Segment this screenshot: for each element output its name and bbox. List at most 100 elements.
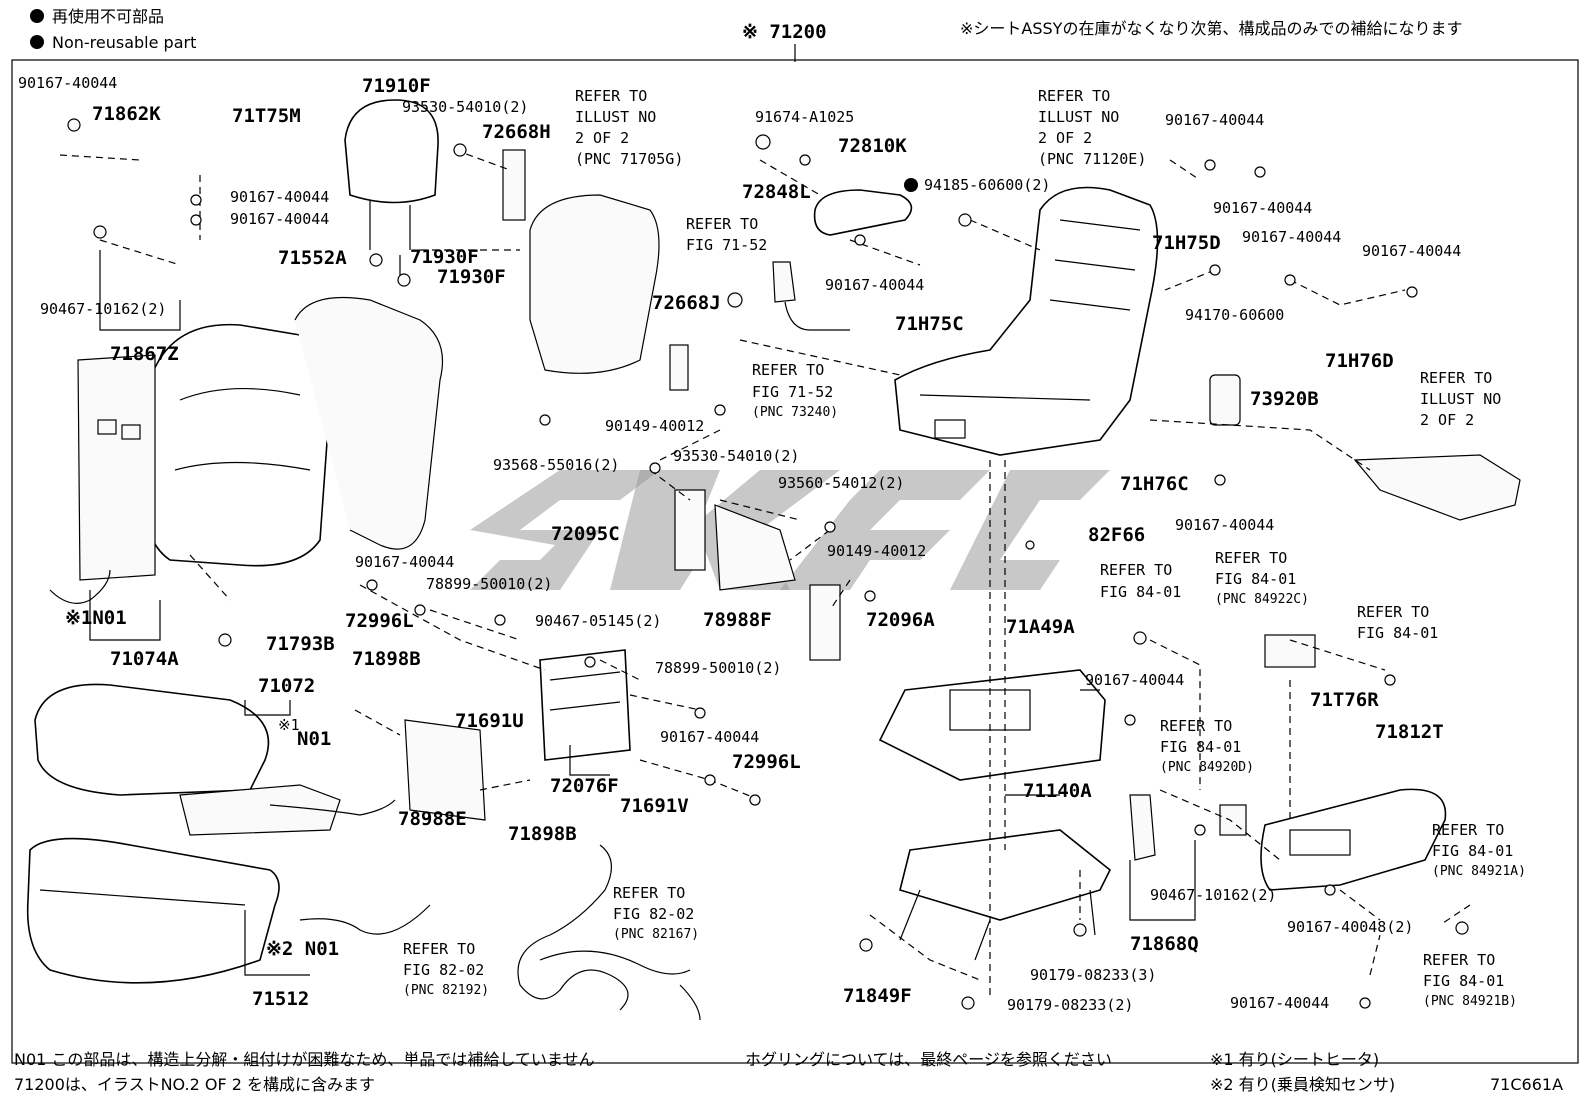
seatback-rear-shape: [294, 296, 444, 550]
refer-text: (PNC 84921B): [1423, 994, 1517, 1009]
label-71930F: 71930F: [437, 266, 506, 288]
non-reusable-marker-icon: [904, 178, 918, 192]
label-78899-50010: 78899-50010(2): [426, 575, 552, 593]
refer-text: REFER TO: [752, 361, 824, 379]
label-71H76C: 71H76C: [1120, 473, 1189, 495]
label-90467-10162: 90467-10162(2): [1150, 886, 1276, 904]
refer-text: (PNC 82192): [403, 983, 489, 998]
cover-78988E-shape: [404, 719, 486, 821]
label-71910F: 71910F: [362, 75, 431, 97]
label-94185-60600: 94185-60600(2): [924, 176, 1050, 194]
refer-text: (PNC 71705G): [575, 150, 683, 168]
label-93560-54012: 93560-54012(2): [778, 474, 904, 492]
label-90167-40044: 90167-40044: [230, 188, 329, 206]
label-93568-55016: 93568-55016(2): [493, 456, 619, 474]
refer-text: REFER TO: [1215, 549, 1287, 567]
refer-text: REFER TO: [1100, 561, 1172, 579]
label-71812T: 71812T: [1375, 721, 1444, 743]
label-72996L: 72996L: [732, 751, 801, 773]
label-91674-A1025: 91674-A1025: [755, 108, 854, 126]
refer-text: REFER TO: [403, 940, 475, 958]
refer-text: (PNC 84922C): [1215, 592, 1309, 607]
seat-cushion-shape: [34, 683, 270, 796]
label-78899-50010: 78899-50010(2): [655, 659, 781, 677]
refer-text: REFER TO: [1357, 603, 1429, 621]
footer-note: N01 この部品は、構造上分解・組付けが困難なため、単品では補給していません: [14, 1050, 594, 1069]
label-N01: N01: [297, 728, 331, 750]
label-90167-40048: 90167-40048(2): [1287, 918, 1413, 936]
label-90467-10162: 90467-10162(2): [40, 300, 166, 318]
refer-text: FIG 71-52: [752, 383, 833, 401]
label-82F66: 82F66: [1088, 524, 1145, 546]
label-90149-40012: 90149-40012: [605, 417, 704, 435]
armrest-shape: [813, 189, 913, 236]
pad-73920B-shape: [1209, 374, 1241, 426]
pad-72668J-shape: [669, 344, 689, 391]
label-90167-40044: 90167-40044: [825, 276, 924, 294]
footer-note: ホグリングについては、最終ページを参照ください: [745, 1050, 1112, 1069]
label-90167-40044: 90167-40044: [1230, 994, 1329, 1012]
refer-text: (PNC 84920D): [1160, 760, 1254, 775]
label-90167-40044: 90167-40044: [1213, 199, 1312, 217]
refer-text: REFER TO: [1038, 87, 1110, 105]
label-72848L: 72848L: [742, 181, 811, 203]
label-72668J: 72668J: [652, 292, 721, 314]
refer-text: 2 OF 2: [1038, 129, 1092, 147]
label-71H75C: 71H75C: [895, 313, 964, 335]
label-90179-08233: 90179-08233(2): [1007, 996, 1133, 1014]
ecu-72076F-shape: [539, 649, 631, 761]
label-N01: ※2 N01: [266, 938, 339, 960]
label-71T76R: 71T76R: [1310, 689, 1379, 711]
refer-text: FIG 84-01: [1215, 570, 1296, 588]
fasteners: [67, 118, 1469, 1010]
refer-text: REFER TO: [575, 87, 647, 105]
label-71074A: 71074A: [110, 648, 179, 670]
label-93530-54010: 93530-54010(2): [402, 98, 528, 116]
refer-text: (PNC 84921A): [1432, 864, 1526, 879]
label-71140A: 71140A: [1023, 780, 1092, 802]
refer-text: REFER TO: [1160, 717, 1232, 735]
label-90167-40044: 90167-40044: [18, 74, 117, 92]
label-72096A: 72096A: [866, 609, 935, 631]
refer-text: FIG 84-01: [1160, 738, 1241, 756]
top-note: ※シートASSYの在庫がなくなり次第、構成品のみでの補給になります: [960, 19, 1462, 38]
footer-note: ※2 有り(乗員検知センサ): [1210, 1075, 1395, 1094]
diagram-id: 71C661A: [1490, 1075, 1563, 1094]
label-N01-marker: ※1: [278, 716, 300, 734]
label-71552A: 71552A: [278, 247, 347, 269]
label-78988F: 78988F: [703, 609, 772, 631]
assembly-number: ※ 71200: [742, 21, 827, 43]
sensor-harness-shape: [299, 904, 431, 935]
label-71H75D: 71H75D: [1152, 232, 1221, 254]
label-73920B: 73920B: [1250, 388, 1319, 410]
seatbelt-buckle-shape: [772, 261, 796, 303]
label-71898B: 71898B: [508, 823, 577, 845]
refer-text: REFER TO: [686, 215, 758, 233]
label-90167-40044: 90167-40044: [1362, 242, 1461, 260]
label-71867Z: 71867Z: [110, 343, 179, 365]
non-reusable-bullet-icon: [30, 9, 44, 23]
refer-text: REFER TO: [613, 884, 685, 902]
seat-frame-shape: [894, 186, 1159, 456]
label-71691U: 71691U: [455, 710, 524, 732]
refer-text: ILLUST NO: [575, 108, 656, 126]
cushion-heater-shape: [179, 784, 341, 836]
refer-text: REFER TO: [1423, 951, 1495, 969]
refer-text: FIG 84-01: [1357, 624, 1438, 642]
non-reusable-bullet-icon: [30, 35, 44, 49]
refer-text: REFER TO: [1420, 369, 1492, 387]
label-72095C: 72095C: [551, 523, 620, 545]
seatback-pad-shape: [529, 194, 660, 374]
label-90179-08233: 90179-08233(3): [1030, 966, 1156, 984]
wire-harness-shape: [517, 844, 629, 1011]
refer-text: FIG 82-02: [613, 905, 694, 923]
refer-text: FIG 71-52: [686, 236, 767, 254]
refer-text: (PNC 82167): [613, 927, 699, 942]
refer-text: ILLUST NO: [1420, 390, 1501, 408]
refer-text: 2 OF 2: [1420, 411, 1474, 429]
label-90167-40044: 90167-40044: [1242, 228, 1341, 246]
module-72096A-shape: [809, 584, 841, 661]
label-90167-40044: 90167-40044: [1165, 111, 1264, 129]
side-cover-shape: [1353, 454, 1521, 521]
